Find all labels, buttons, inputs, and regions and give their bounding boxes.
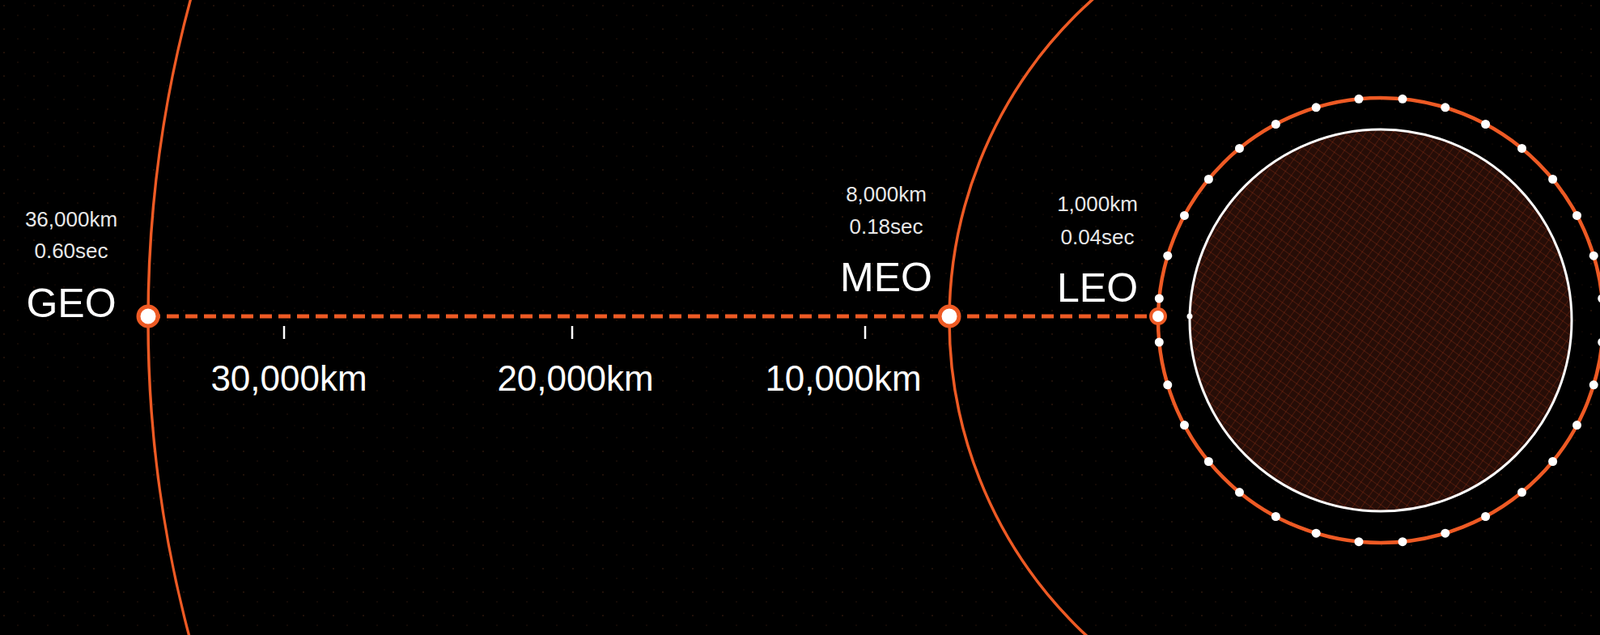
leo-satellite-dot: [1440, 529, 1450, 539]
leo-satellite-dot: [1354, 94, 1364, 104]
leo-satellite-dot: [1235, 488, 1244, 497]
tick: [571, 326, 574, 340]
leo-satellite-dot: [1179, 420, 1189, 430]
leo-satellite-dot: [1162, 380, 1172, 390]
tick: [864, 326, 867, 340]
leo-satellite-dot: [1235, 144, 1244, 153]
earth: [1189, 129, 1572, 512]
leo-satellite-dot: [1589, 380, 1599, 390]
leo-satellite-dot: [1162, 251, 1172, 261]
tick: [283, 326, 286, 340]
leo-satellite: [1150, 309, 1166, 324]
leo-satellite-dot: [1572, 211, 1582, 221]
leo-satellite-dot: [1271, 512, 1281, 522]
leo-satellite-dot: [1154, 338, 1164, 348]
geo-orbit: [148, 0, 1600, 635]
orbit-name: MEO: [840, 255, 933, 301]
leo-satellite-dot: [1311, 102, 1321, 112]
leo-satellite-dot: [1597, 294, 1600, 304]
leo-satellite-dot: [1440, 102, 1450, 112]
leo-satellite-dot: [1311, 529, 1321, 539]
leo-satellite-dot: [1481, 512, 1490, 522]
distance-axis: [148, 314, 1159, 319]
altitude-label: 36,000km: [25, 207, 118, 232]
leo-satellite-dot: [1354, 537, 1364, 547]
distance-label: 30,000km: [210, 359, 367, 399]
leo-satellite-dot: [1517, 144, 1527, 153]
leo-satellite-dot: [1548, 457, 1558, 467]
leo-satellite-dot: [1398, 537, 1408, 547]
leo-satellite-dot: [1597, 338, 1600, 348]
leo-satellite-dot: [1589, 251, 1599, 261]
orbit-name: GEO: [25, 281, 116, 327]
altitude-label: 8,000km: [845, 182, 927, 207]
leo-satellite-dot: [1572, 420, 1582, 430]
distance-label: 10,000km: [764, 359, 921, 399]
leo-satellite-dot: [1204, 457, 1214, 467]
meo-satellite: [939, 306, 960, 327]
leo-satellite-dot: [1271, 119, 1281, 129]
latency-label: 0.18sec: [848, 215, 923, 239]
earth-grid: [1189, 129, 1572, 512]
latency-label: 0.60sec: [33, 239, 108, 264]
leo-satellite-dot: [1481, 119, 1490, 129]
distance-label: 20,000km: [496, 359, 654, 399]
leo-satellite-dot: [1179, 211, 1189, 221]
axis-ticks: [284, 326, 866, 340]
leo-satellite-dot: [1548, 174, 1558, 184]
ground-point: [1187, 314, 1193, 320]
altitude-label: 1,000km: [1056, 192, 1138, 217]
latency-label: 0.04sec: [1060, 225, 1134, 250]
leo-satellite-dot: [1154, 294, 1164, 304]
leo-satellite-dot: [1517, 488, 1527, 497]
leo-orbit: [1158, 97, 1600, 544]
leo-satellite-dot: [1398, 94, 1408, 104]
leo-satellites: [1154, 94, 1600, 547]
geo-satellite: [138, 306, 158, 327]
leo-satellite-dot: [1204, 174, 1214, 184]
orbit-name: LEO: [1056, 266, 1138, 311]
